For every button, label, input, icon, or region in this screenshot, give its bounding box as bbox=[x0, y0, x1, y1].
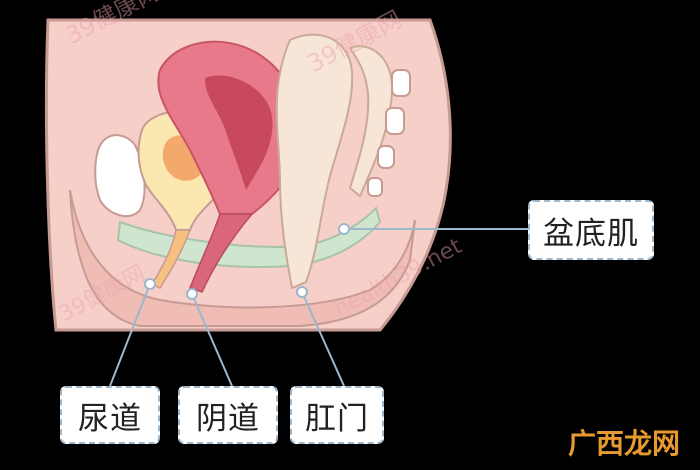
uterus-inner bbox=[204, 75, 273, 190]
pubic-bone bbox=[94, 134, 146, 218]
spine-vertebra bbox=[391, 69, 411, 97]
vagina-canal bbox=[189, 213, 254, 293]
spine-vertebra bbox=[377, 145, 395, 169]
site-logo: 广西龙网 bbox=[568, 427, 681, 460]
urethra-tube bbox=[150, 229, 192, 289]
pointer-dot-pelvic bbox=[338, 223, 350, 235]
label-pelvic-floor: 盆底肌 bbox=[528, 200, 654, 260]
rectum bbox=[275, 33, 354, 290]
label-vagina: 阴道 bbox=[178, 386, 278, 444]
leader-line-anus bbox=[301, 291, 345, 387]
leader-line-urethra bbox=[109, 283, 151, 387]
spine-vertebra bbox=[367, 177, 383, 197]
pelvic-basin bbox=[69, 189, 416, 327]
pointer-dot-urethra bbox=[144, 278, 156, 290]
leader-line-vagina bbox=[191, 293, 233, 387]
pointer-dot-anus bbox=[296, 286, 308, 298]
colon bbox=[348, 45, 394, 198]
label-anus: 肛门 bbox=[290, 386, 384, 444]
pointer-dot-vagina bbox=[186, 288, 198, 300]
spine-vertebra bbox=[385, 107, 405, 135]
label-urethra: 尿道 bbox=[60, 386, 160, 444]
